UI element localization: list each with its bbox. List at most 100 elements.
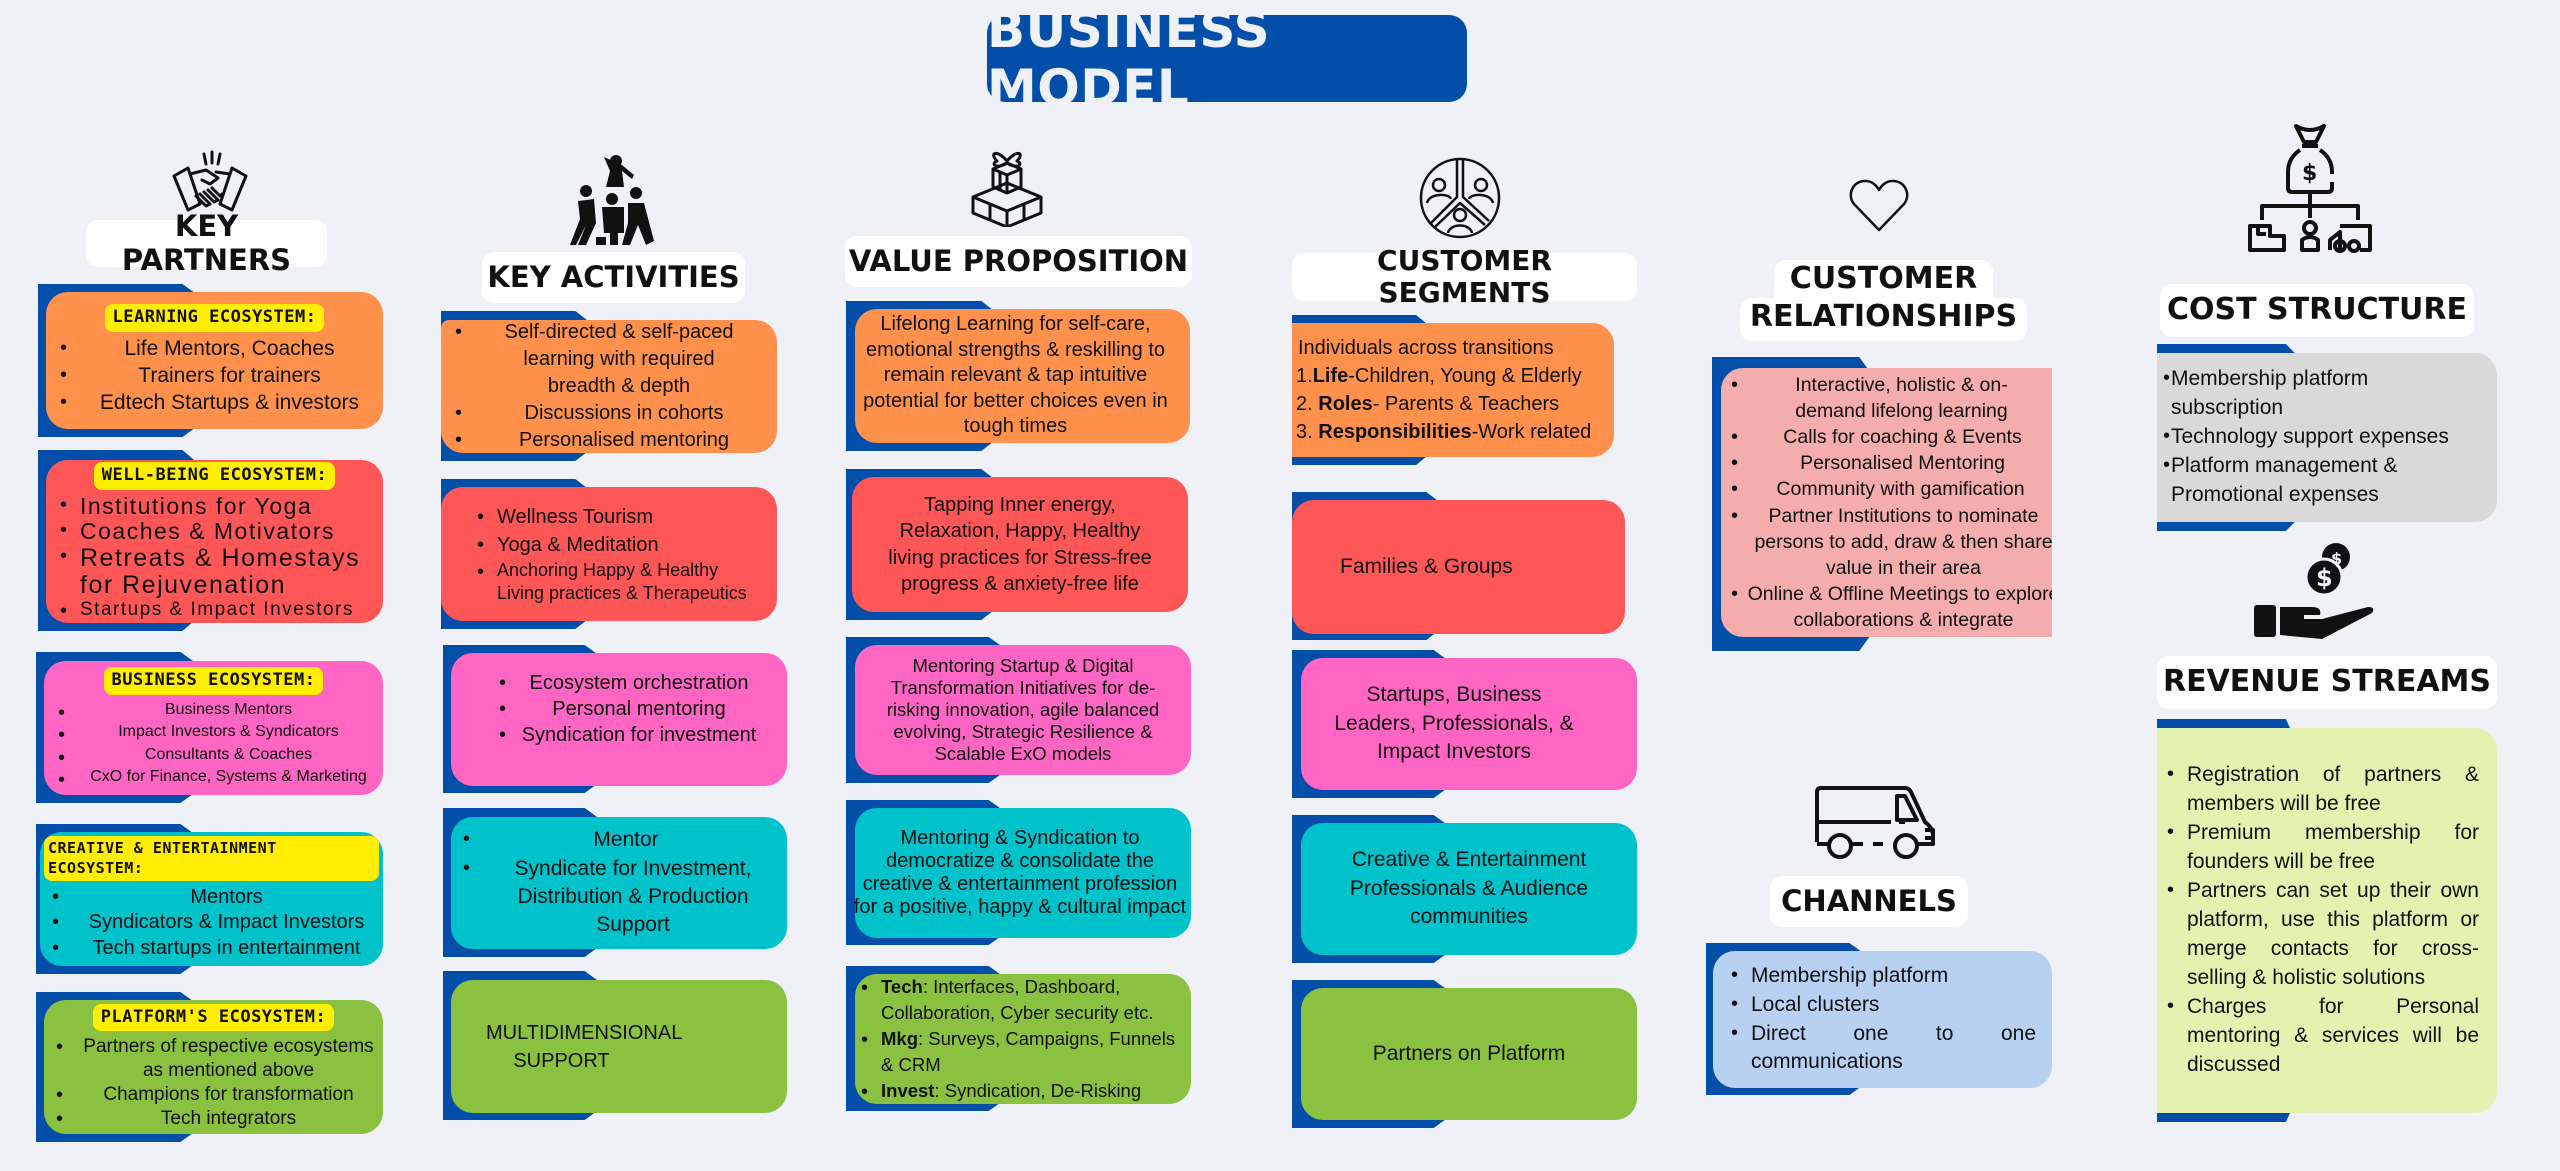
list-item: Tech startups in entertainment xyxy=(44,936,379,962)
list-item: 2. Roles- Parents & Teachers xyxy=(1296,393,1560,415)
key-partners-header: KEY PARTNERS xyxy=(86,209,327,276)
list-item: Calls for coaching & Events xyxy=(1723,424,2052,451)
list-item: Trainers for trainers xyxy=(52,363,377,390)
kp-business-card: BUSINESS ECOSYSTEM: Business Mentors Imp… xyxy=(44,661,383,795)
list-item: Mentor xyxy=(455,826,767,854)
list-item: Local clusters xyxy=(1725,991,2036,1020)
cs-platform-text: Partners on Platform xyxy=(1372,1041,1566,1065)
list-item: Mkg: Surveys, Campaigns, Funnels & CRM xyxy=(855,1026,1185,1078)
list-item: 3. Responsibilities-Work related xyxy=(1296,421,1592,443)
list-item: Community with gamification xyxy=(1723,476,2052,503)
list-item: Institutions for Yoga xyxy=(54,493,375,519)
revenue-card: Registration of partners & members will … xyxy=(2157,728,2497,1113)
kp-business-tag: BUSINESS ECOSYSTEM: xyxy=(103,667,324,696)
kp-learning-card: LEARNING ECOSYSTEM: Life Mentors, Coache… xyxy=(46,292,383,429)
vp-learning-text: Lifelong Learning for self-care, emotion… xyxy=(863,313,1168,438)
cs-individuals-intro: Individuals across transitions xyxy=(1298,337,1554,359)
list-item: Syndicate for Investment, Distribution &… xyxy=(455,855,767,940)
team-lift-icon xyxy=(566,153,658,248)
customer-relationships-header-line2: RELATIONSHIPS xyxy=(1739,298,2028,341)
heart-icon xyxy=(1848,178,1910,234)
list-item: Partner Institutions to nominate persons… xyxy=(1723,503,2052,581)
vp-wellbeing-text: Tapping Inner energy, Relaxation, Happy,… xyxy=(888,493,1152,595)
cs-creative-text: Creative & Entertainment Professionals &… xyxy=(1349,848,1589,929)
customer-relationships-header: CUSTOMER RELATIONSHIPS xyxy=(1739,257,2028,343)
revenue-streams-header: REVENUE STREAMS xyxy=(2157,656,2497,709)
list-item: Partners can set up their own platform, … xyxy=(2161,877,2479,993)
list-item: Partners of respective ecosystems as men… xyxy=(48,1035,379,1083)
vp-business-text: Mentoring Startup & Digital Transformati… xyxy=(886,654,1160,765)
cr-card: Interactive, holistic & on-demand lifelo… xyxy=(1721,368,2052,637)
list-item: Retreats & Homestays for Rejuvenation xyxy=(54,544,375,600)
list-item: Business Mentors xyxy=(50,699,377,727)
list-item: Anchoring Happy & Healthy Living practic… xyxy=(471,559,747,606)
list-item: Membership platform subscription xyxy=(2157,365,2497,423)
list-item: Platform management & Promotional expens… xyxy=(2157,452,2497,510)
svg-text:$: $ xyxy=(2331,549,2342,568)
customer-relationships-header-line1: CUSTOMER xyxy=(1773,259,1994,298)
ka-business-card: Ecosystem orchestration Personal mentori… xyxy=(451,653,787,786)
svg-text:$: $ xyxy=(2302,161,2317,186)
list-item: Life Mentors, Coaches xyxy=(52,336,377,363)
cs-platform-card: Partners on Platform xyxy=(1301,988,1637,1120)
ka-platform-text: MULTIDIMENSIONAL SUPPORT xyxy=(486,1021,683,1072)
kp-wellbeing-tag: WELL-BEING ECOSYSTEM: xyxy=(93,462,336,491)
hand-coins-icon: $ $ xyxy=(2252,543,2376,641)
cs-families-card: Families & Groups xyxy=(1292,500,1625,634)
channels-header: CHANNELS xyxy=(1770,876,1968,927)
cs-business-card: Startups, Business Leaders, Professional… xyxy=(1301,658,1637,790)
value-proposition-header: VALUE PROPOSITION xyxy=(845,236,1192,287)
cs-families-text: Families & Groups xyxy=(1340,554,1513,578)
vp-wellbeing-card: Tapping Inner energy, Relaxation, Happy,… xyxy=(852,477,1188,612)
list-item: Syndicators & Impact Investors xyxy=(44,910,379,936)
list-item: Self-directed & self-paced learning with… xyxy=(447,319,771,400)
cost-structure-header: COST STRUCTURE xyxy=(2160,284,2474,337)
list-item: CxO for Finance, Systems & Marketing xyxy=(50,766,377,794)
kp-creative-card: CREATIVE & ENTERTAINMENT ECOSYSTEM: Ment… xyxy=(40,832,383,966)
list-item: Wellness Tourism xyxy=(471,503,747,531)
page-title: BUSINESS MODEL xyxy=(987,1,1467,117)
key-activities-header: KEY ACTIVITIES xyxy=(482,252,745,303)
kp-creative-tag: CREATIVE & ENTERTAINMENT ECOSYSTEM: xyxy=(44,836,379,881)
cost-card: Membership platform subscription Technol… xyxy=(2157,353,2497,522)
list-item: Technology support expenses xyxy=(2157,423,2497,452)
list-item: Membership platform xyxy=(1725,962,2036,991)
cs-creative-card: Creative & Entertainment Professionals &… xyxy=(1301,823,1637,955)
vp-business-card: Mentoring Startup & Digital Transformati… xyxy=(855,645,1191,775)
cs-individuals-card: Individuals across transitions 1.Life-Ch… xyxy=(1292,323,1614,457)
ka-platform-card: MULTIDIMENSIONAL SUPPORT xyxy=(451,980,787,1113)
cs-business-text: Startups, Business Leaders, Professional… xyxy=(1334,683,1574,764)
gift-boxes-icon xyxy=(967,147,1047,227)
list-item: Discussions in cohorts xyxy=(447,400,771,427)
kp-platform-card: PLATFORM'S ECOSYSTEM: Partners of respec… xyxy=(44,1000,383,1134)
list-item: Interactive, holistic & on-demand lifelo… xyxy=(1723,372,2052,424)
list-item: Personal mentoring xyxy=(491,696,757,722)
segments-pie-icon xyxy=(1419,157,1501,239)
list-item: Invest: Syndication, De-Risking xyxy=(855,1078,1185,1106)
list-item: Personalised mentoring xyxy=(447,427,771,454)
list-item: Premium membership for founders will be … xyxy=(2161,819,2479,877)
vp-learning-card: Lifelong Learning for self-care, emotion… xyxy=(855,309,1190,443)
svg-text:$: $ xyxy=(2316,564,2333,592)
list-item: Registration of partners & members will … xyxy=(2161,761,2479,819)
list-item: Personalised Mentoring xyxy=(1723,450,2052,477)
list-item: Impact Investors & Syndicators xyxy=(50,721,377,749)
handshake-icon xyxy=(170,150,250,212)
delivery-van-icon xyxy=(1813,786,1936,861)
list-item: Charges for Personal mentoring & service… xyxy=(2161,993,2479,1080)
vp-creative-card: Mentoring & Syndication to democratize &… xyxy=(854,808,1191,938)
ka-creative-card: Mentor Syndicate for Investment, Distrib… xyxy=(451,817,787,949)
kp-learning-tag: LEARNING ECOSYSTEM: xyxy=(104,304,325,333)
list-item: Mentors xyxy=(44,885,379,911)
list-item: Edtech Startups & investors xyxy=(52,390,377,417)
vp-platform-card: Tech: Interfaces, Dashboard, Collaborati… xyxy=(855,974,1191,1106)
list-item: Yoga & Meditation xyxy=(471,531,747,559)
money-bag-hierarchy-icon: $ xyxy=(2244,122,2376,254)
ka-wellbeing-card: Wellness Tourism Yoga & Meditation Ancho… xyxy=(441,487,777,621)
list-item: Online & Offline Meetings to explore col… xyxy=(1723,581,2052,633)
list-item: Consultants & Coaches xyxy=(50,744,377,772)
customer-segments-header: CUSTOMER SEGMENTS xyxy=(1292,244,1637,309)
list-item: Syndication for investment xyxy=(491,722,757,748)
list-item: Startups & Impact Investors xyxy=(54,599,375,622)
list-item: 1.Life-Children, Young & Elderly xyxy=(1296,365,1582,387)
